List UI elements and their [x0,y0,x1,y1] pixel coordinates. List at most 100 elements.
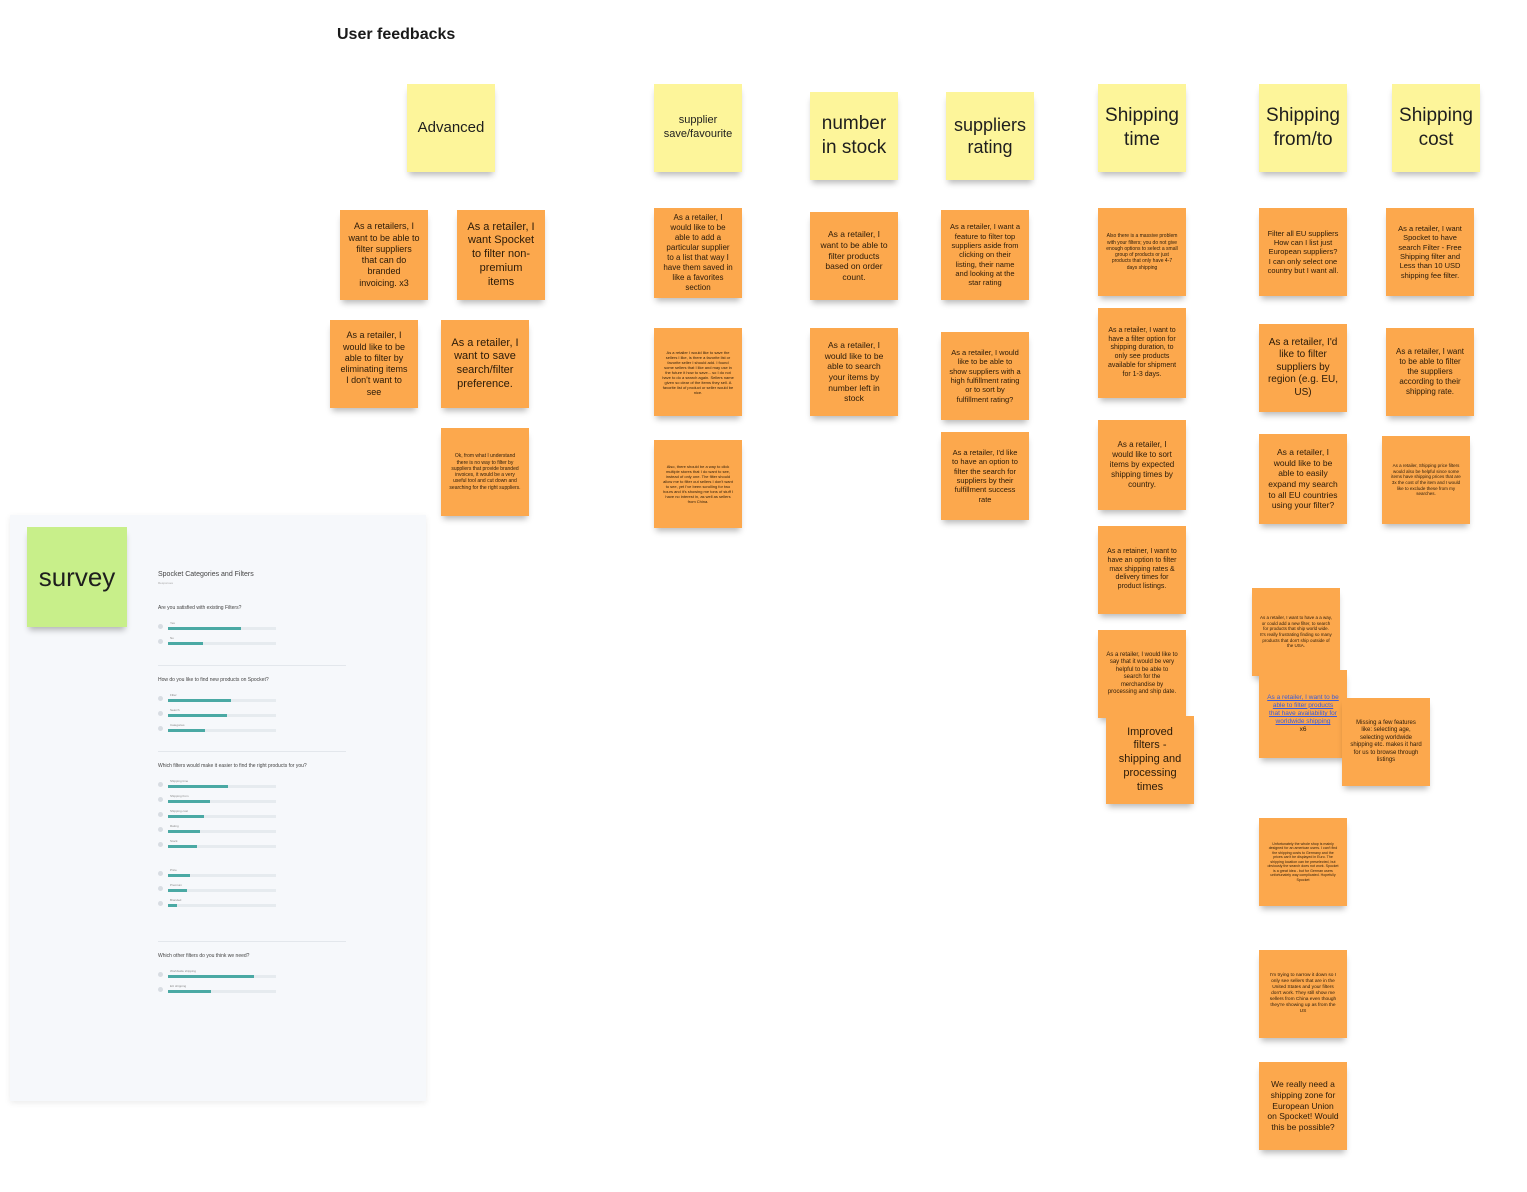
note-stock-1[interactable]: As a retailer, I want to be able to filt… [810,212,898,300]
note-ship-time-5[interactable]: As a retailer, I would like to say that … [1098,630,1186,718]
survey-bar-label: EU shipping [170,984,187,988]
survey-bar-track [168,830,276,833]
survey-bar-label: Price [170,868,177,872]
survey-bar-row: Search [158,708,278,720]
survey-bar-row: Shipping time [158,779,278,791]
survey-bar-fill [168,642,203,645]
note-ship-from-4[interactable]: As a retailer, I want to have a a way, o… [1252,588,1340,676]
survey-bar-fill [168,874,190,877]
survey-bar-row: Branded [158,898,278,910]
note-ship-from-1[interactable]: Filter all EU suppliers How can I list j… [1259,208,1347,296]
survey-bar-track [168,699,276,702]
survey-bar-track [168,729,276,732]
survey-bar-row: Stock [158,839,278,851]
survey-bar-fill [168,975,255,978]
survey-bar-label: Yes [170,621,175,625]
survey-divider [158,751,346,752]
radio-icon [158,711,163,716]
survey-bar-fill [168,729,205,732]
survey-bar-fill [168,800,211,803]
note-ship-from-8[interactable]: I'm trying to narrow it down so I only s… [1259,950,1347,1038]
survey-bar-row: Categories [158,723,278,735]
survey-bar-fill [168,785,229,788]
worldwide-shipping-link[interactable]: As a retailer, I want to be able to filt… [1267,693,1339,726]
header-shipping-cost[interactable]: Shipping cost [1392,84,1480,172]
note-ship-time-1[interactable]: Also there is a massive problem with you… [1098,208,1186,296]
survey-bar-fill [168,889,188,892]
radio-icon [158,639,163,644]
note-ship-from-7[interactable]: Unfortunately the whole shop is mainly d… [1259,818,1347,906]
note-ship-cost-1[interactable]: As a retailer, I want Spocket to have se… [1386,208,1474,296]
note-ship-from-2[interactable]: As a retailer, I'd like to filter suppli… [1259,324,1347,412]
note-advanced-2[interactable]: As a retailer, I want Spocket to filter … [457,210,545,300]
note-ship-from-3[interactable]: As a retailer, I would like to be able t… [1259,434,1347,524]
survey-bar-row: No [158,636,278,648]
note-advanced-1[interactable]: As a retailers, I want to be able to fil… [340,210,428,300]
survey-bar-track [168,874,276,877]
note-supplier-fav-2[interactable]: As a retailer I would like to save the s… [654,328,742,416]
survey-divider [158,665,346,666]
survey-bar-row: EU shipping [158,984,278,996]
note-ship-cost-3[interactable]: As a retailer, Shipping price filters wo… [1382,436,1470,524]
header-supplier-favourite[interactable]: supplier save/favourite [654,84,742,172]
note-ship-time-2[interactable]: As a retailer, I want to have a filter o… [1098,308,1186,398]
survey-bar-track [168,642,276,645]
radio-icon [158,624,163,629]
survey-bar-fill [168,714,228,717]
radio-icon [158,696,163,701]
survey-bar-label: Shipping cost [170,809,189,813]
header-advanced[interactable]: Advanced [407,84,495,172]
note-advanced-5[interactable]: Ok, from what I understand there is no w… [441,428,529,516]
radio-icon [158,886,163,891]
note-ship-from-9[interactable]: We really need a shipping zone for Europ… [1259,1062,1347,1150]
survey-bar-fill [168,845,198,848]
note-rating-1[interactable]: As a retailer, I want a feature to filte… [941,210,1029,300]
survey-bar-track [168,800,276,803]
note-supplier-fav-3[interactable]: Also, there should be a way to click mul… [654,440,742,528]
note-ship-time-4[interactable]: As a retainer, I want to have an option … [1098,526,1186,614]
survey-bar-label: Premium [170,883,183,887]
survey-bar-track [168,889,276,892]
header-shipping-from-to[interactable]: Shipping from/to [1259,84,1347,172]
survey-doc-sub: Responses [158,581,174,585]
survey-bar-track [168,845,276,848]
radio-icon [158,871,163,876]
survey-bar-label: Rating [170,824,179,828]
note-stock-2[interactable]: As a retailer, I would like to be able t… [810,328,898,416]
note-supplier-fav-1[interactable]: As a retailer, I would like to be able t… [654,208,742,298]
survey-question: Which filters would make it easier to fi… [158,763,307,769]
survey-question: How do you like to find new products on … [158,677,269,683]
header-suppliers-rating[interactable]: suppliers rating [946,92,1034,180]
survey-bar-row: Worldwide shipping [158,969,278,981]
survey-bar-label: No [170,636,174,640]
survey-sticky[interactable]: survey [27,527,127,627]
survey-bar-track [168,975,276,978]
survey-bar-row: Shipping from [158,794,278,806]
note-ship-from-6[interactable]: Missing a few features like: selecting a… [1342,698,1430,786]
vote-count: x6 [1299,726,1307,734]
header-number-in-stock[interactable]: number in stock [810,92,898,180]
note-ship-time-6[interactable]: Improved filters - shipping and processi… [1106,716,1194,804]
survey-bar-track [168,904,276,907]
note-ship-from-5[interactable]: As a retailer, I want to be able to filt… [1259,670,1347,758]
note-rating-2[interactable]: As a retailer, I would like to be able t… [941,332,1029,420]
survey-bar-fill [168,904,177,907]
survey-bar-fill [168,990,212,993]
note-advanced-4[interactable]: As a retailer, I want to save search/fil… [441,320,529,408]
survey-bar-row: Yes [158,621,278,633]
header-shipping-time[interactable]: Shipping time [1098,84,1186,172]
survey-bar-label: Shipping from [170,794,189,798]
radio-icon [158,782,163,787]
survey-panel[interactable]: survey Spocket Categories and Filters Re… [10,515,426,1101]
board-title: User feedbacks [337,26,456,43]
note-rating-3[interactable]: As a retailer, I'd like to have an optio… [941,432,1029,520]
survey-bar-track [168,815,276,818]
survey-bar-track [168,785,276,788]
survey-bar-row: Premium [158,883,278,895]
note-advanced-3[interactable]: As a retailer, I would like to be able t… [330,320,418,408]
survey-doc-title: Spocket Categories and Filters [158,571,254,578]
survey-bar-row: Filter [158,693,278,705]
survey-bar-label: Branded [170,898,182,902]
note-ship-time-3[interactable]: As a retailer, I would like to sort item… [1098,420,1186,510]
note-ship-cost-2[interactable]: As a retailer, I want to be able to filt… [1386,328,1474,416]
